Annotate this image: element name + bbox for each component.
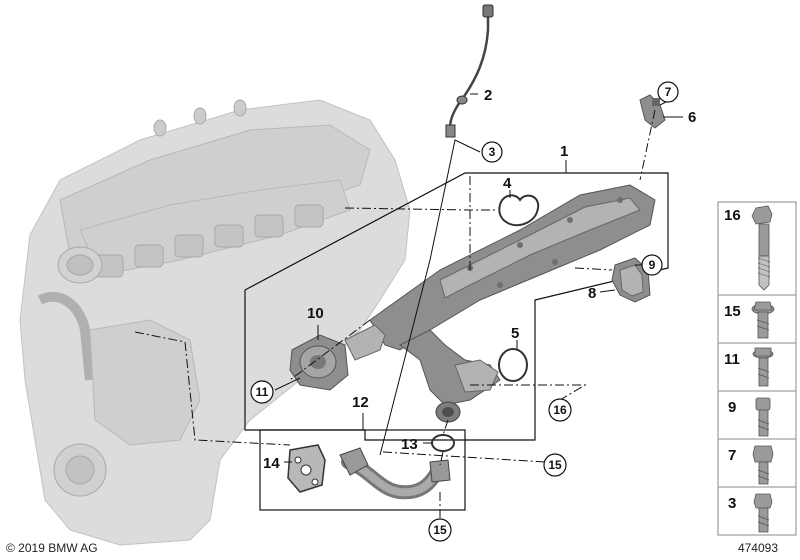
callout-15-right: 15 bbox=[548, 458, 562, 472]
callout-3: 3 bbox=[489, 145, 496, 159]
o-ring-5 bbox=[498, 348, 528, 382]
legend-cell-11 bbox=[717, 342, 797, 392]
socket-bolt-icon bbox=[755, 397, 771, 437]
legend-label-9: 9 bbox=[728, 399, 736, 416]
callout-2: 2 bbox=[484, 87, 492, 104]
short-bolt-icon bbox=[753, 493, 773, 533]
callout-10: 10 bbox=[307, 305, 324, 322]
gasket-4 bbox=[498, 194, 540, 227]
diagram-number: 474093 bbox=[738, 541, 778, 555]
callout-16: 16 bbox=[553, 403, 567, 417]
alignment-lines bbox=[134, 109, 656, 520]
flange-bolt-icon bbox=[752, 347, 774, 387]
callout-15-bottom: 15 bbox=[433, 523, 447, 537]
copyright-text: © 2019 BMW AG bbox=[6, 541, 98, 555]
callout-6: 6 bbox=[688, 109, 696, 126]
o-ring-13 bbox=[431, 434, 455, 452]
intake-manifold bbox=[369, 184, 656, 423]
callout-4: 4 bbox=[503, 175, 512, 192]
bracket-8 bbox=[611, 257, 651, 303]
callout-9: 9 bbox=[649, 258, 656, 272]
callout-8: 8 bbox=[588, 285, 596, 302]
legend-label-11: 11 bbox=[724, 351, 740, 368]
gasket-14 bbox=[287, 444, 326, 493]
long-bolt-icon bbox=[751, 205, 773, 291]
legend-label-16: 16 bbox=[724, 207, 741, 224]
egr-pipe bbox=[339, 447, 451, 500]
throttle-actuator bbox=[289, 324, 386, 391]
sensor-probe bbox=[445, 4, 494, 138]
callout-5: 5 bbox=[511, 325, 519, 342]
callouts: 1 2 3 4 5 6 7 8 9 10 11 12 13 14 15 15 1… bbox=[250, 81, 696, 542]
callout-14: 14 bbox=[263, 455, 280, 472]
hex-bolt-icon bbox=[752, 445, 774, 485]
fastener-legend: 16 15 11 9 7 3 bbox=[717, 201, 797, 536]
callout-11: 11 bbox=[256, 385, 269, 399]
legend-label-15: 15 bbox=[724, 303, 741, 320]
legend-label-7: 7 bbox=[728, 447, 736, 464]
pressure-sensor bbox=[639, 94, 666, 129]
collar-bolt-icon bbox=[751, 301, 775, 339]
legend-label-3: 3 bbox=[728, 495, 736, 512]
engine-block bbox=[19, 99, 411, 546]
callout-7: 7 bbox=[665, 85, 672, 99]
callout-13: 13 bbox=[401, 436, 418, 453]
callout-12: 12 bbox=[352, 394, 369, 411]
callout-1: 1 bbox=[560, 143, 568, 160]
